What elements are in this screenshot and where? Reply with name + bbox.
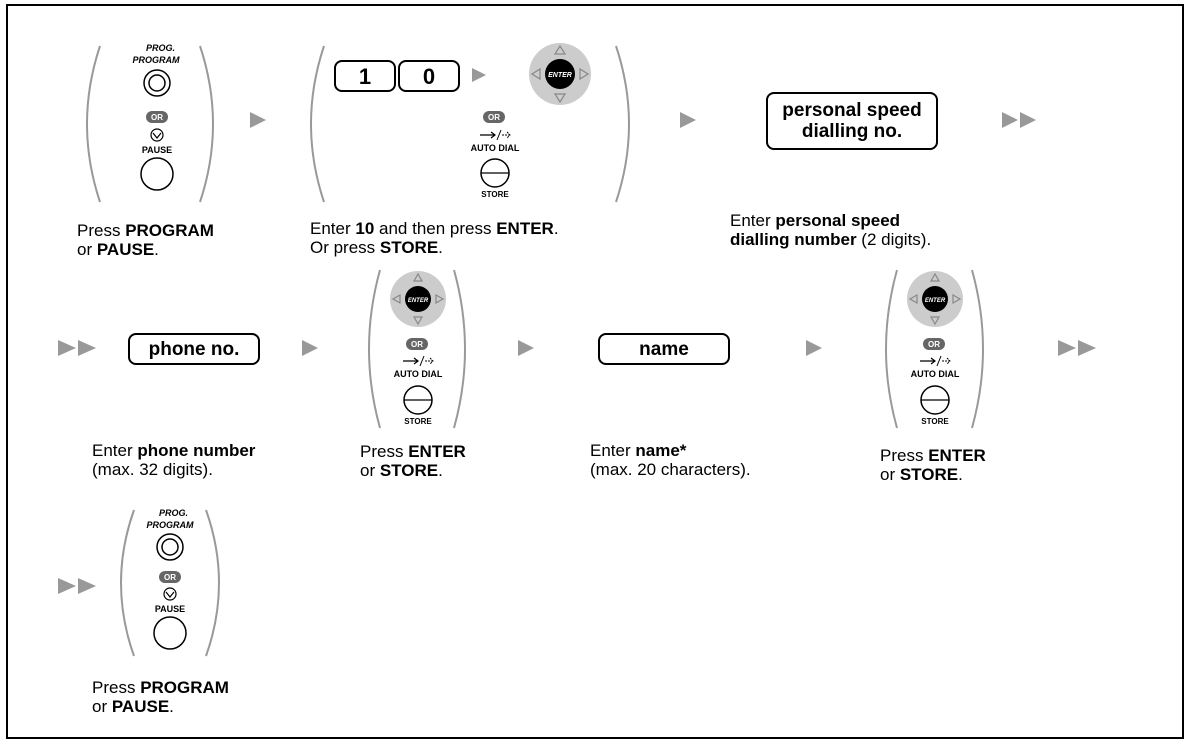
enter-navigator-icon[interactable]: ENTER (528, 42, 592, 106)
svg-text:ENTER: ENTER (925, 298, 946, 304)
right-paren (615, 45, 630, 203)
caption-step4: Enter phone number (max. 32 digits). (92, 441, 256, 479)
auto-dial-label: AUTO DIAL (470, 143, 520, 153)
or-badge: OR (406, 338, 428, 350)
pause-label: PAUSE (154, 604, 186, 614)
caption-step8: Press PROGRAM or PAUSE. (92, 678, 229, 716)
speed-box-line2: dialling no. (801, 121, 903, 142)
key-1-label: 1 (358, 63, 372, 89)
pause-indicator-icon (150, 128, 164, 142)
caption-step2: Enter 10 and then press ENTER. Or press … (310, 219, 559, 257)
pause-label: PAUSE (141, 145, 173, 155)
caption-step6: Enter name* (max. 20 characters). (590, 441, 751, 479)
left-paren (86, 45, 101, 203)
or-badge: OR (159, 571, 181, 583)
right-paren (971, 269, 984, 429)
speed-box-line1: personal speed (782, 100, 922, 121)
auto-dial-arrows-icon (480, 129, 511, 141)
diagram-frame (6, 4, 1184, 739)
caption-step5: Press ENTER or STORE. (360, 442, 466, 480)
program-label: PROGRAM (146, 520, 194, 530)
phone-number-box[interactable]: phone no. (128, 333, 260, 365)
enter-navigator-icon[interactable]: ENTER (906, 270, 964, 328)
program-button-icon[interactable] (143, 69, 171, 97)
name-box-label: name (639, 338, 689, 360)
double-arrow-right-icon (58, 340, 96, 356)
prog-label: PROG. (159, 508, 189, 518)
store-label: STORE (481, 190, 509, 199)
program-button-icon[interactable] (156, 533, 184, 561)
arrow-right-icon (472, 68, 486, 82)
caption-step3: Enter personal speed dialling number (2 … (730, 211, 932, 249)
svg-text:ENTER: ENTER (548, 72, 572, 79)
caption-step1: Press PROGRAM or PAUSE. (77, 221, 214, 259)
store-button-icon[interactable] (403, 385, 433, 415)
pause-indicator-icon (163, 587, 177, 601)
auto-dial-label: AUTO DIAL (910, 369, 960, 379)
double-arrow-right-icon (1058, 340, 1096, 356)
store-label: STORE (921, 417, 949, 426)
program-label: PROGRAM (132, 55, 180, 65)
or-badge: OR (483, 111, 505, 123)
phone-box-label: phone no. (148, 338, 240, 360)
arrow-right-icon (518, 340, 534, 356)
auto-dial-arrows-icon (403, 355, 434, 367)
pause-button-icon[interactable] (153, 616, 187, 650)
left-paren (885, 269, 898, 429)
caption-step7: Press ENTER or STORE. (880, 446, 986, 484)
right-paren (205, 509, 220, 657)
key-1[interactable]: 1 (334, 60, 396, 92)
enter-navigator-icon[interactable]: ENTER (389, 270, 447, 328)
or-badge: OR (146, 111, 168, 123)
left-paren (310, 45, 325, 203)
or-badge: OR (923, 338, 945, 350)
arrow-right-icon (806, 340, 822, 356)
right-paren (453, 269, 466, 429)
store-button-icon[interactable] (480, 158, 510, 188)
arrow-right-icon (302, 340, 318, 356)
store-button-icon[interactable] (920, 385, 950, 415)
name-box[interactable]: name (598, 333, 730, 365)
right-paren (199, 45, 214, 203)
store-label: STORE (404, 417, 432, 426)
key-0[interactable]: 0 (398, 60, 460, 92)
auto-dial-label: AUTO DIAL (393, 369, 443, 379)
prog-label: PROG. (146, 43, 176, 53)
arrow-right-icon (680, 112, 696, 128)
left-paren (368, 269, 381, 429)
arrow-right-icon (250, 112, 266, 128)
key-0-label: 0 (422, 63, 436, 89)
left-paren (120, 509, 135, 657)
double-arrow-right-icon (58, 578, 96, 594)
pause-button-icon[interactable] (140, 157, 174, 191)
svg-text:ENTER: ENTER (408, 298, 429, 304)
double-arrow-right-icon (1002, 112, 1036, 128)
auto-dial-arrows-icon (920, 355, 951, 367)
